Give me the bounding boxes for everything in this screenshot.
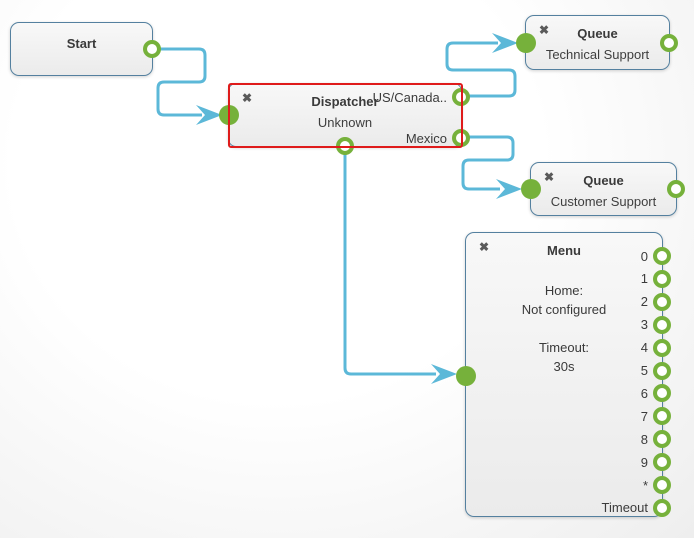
menu-body: Home: Not configured Timeout: 30s bbox=[466, 281, 662, 376]
arrowhead-icon bbox=[431, 364, 457, 384]
output-port-ring[interactable] bbox=[653, 315, 671, 334]
queue-technical-output-port[interactable] bbox=[660, 33, 678, 52]
start-output-port[interactable] bbox=[143, 40, 161, 58]
node-title: Dispatcher bbox=[311, 94, 379, 109]
node-menu[interactable]: ✖ Menu Home: Not configured Timeout: 30s… bbox=[456, 232, 671, 517]
output-port-ring[interactable] bbox=[653, 430, 671, 449]
delete-node-icon[interactable]: ✖ bbox=[544, 170, 555, 184]
output-port-ring[interactable] bbox=[653, 453, 671, 472]
output-port-ring[interactable] bbox=[653, 338, 671, 357]
menu-port-label: 1 bbox=[640, 271, 648, 287]
menu-output-port[interactable]: 3 bbox=[640, 315, 671, 334]
queue-customer-input-port[interactable] bbox=[521, 179, 541, 199]
node-title: Menu bbox=[547, 243, 581, 258]
menu-port-label: * bbox=[642, 477, 648, 493]
delete-node-icon[interactable]: ✖ bbox=[242, 91, 253, 105]
connector-dispatcher-to-menu[interactable] bbox=[343, 150, 457, 384]
menu-output-port[interactable]: 0 bbox=[641, 247, 671, 265]
menu-port-label: 2 bbox=[640, 294, 648, 310]
node-subtitle: Unknown bbox=[317, 115, 373, 130]
delete-node-icon[interactable]: ✖ bbox=[539, 23, 550, 37]
menu-body-line: Not configured bbox=[521, 302, 607, 317]
connector-start-to-dispatcher[interactable] bbox=[153, 47, 222, 125]
menu-port-label: 5 bbox=[640, 363, 648, 379]
menu-output-port[interactable]: 2 bbox=[640, 292, 671, 311]
menu-body-line: Timeout: bbox=[538, 340, 590, 355]
dispatcher-output-us-canada[interactable]: US/Canada.. bbox=[373, 88, 470, 106]
menu-output-port[interactable]: 7 bbox=[640, 407, 671, 426]
menu-port-label: 6 bbox=[640, 385, 648, 401]
menu-port-label: 8 bbox=[640, 431, 648, 447]
output-port-ring[interactable] bbox=[653, 269, 671, 288]
menu-output-ports: 0 1 2 3 4 5 6 bbox=[602, 247, 671, 517]
queue-technical-input-port[interactable] bbox=[516, 32, 536, 53]
menu-port-label: 3 bbox=[640, 317, 648, 333]
node-start[interactable]: Start bbox=[10, 22, 161, 76]
node-queue-technical-support[interactable]: ✖ Queue Technical Support bbox=[516, 15, 678, 70]
arrowhead-icon bbox=[496, 179, 522, 199]
arrowhead-icon bbox=[196, 105, 222, 125]
menu-output-port[interactable]: 5 bbox=[640, 361, 671, 380]
menu-port-label: 0 bbox=[640, 248, 648, 264]
menu-output-port[interactable]: 4 bbox=[640, 338, 671, 357]
output-port-ring[interactable] bbox=[653, 361, 671, 380]
port-label: US/Canada.. bbox=[372, 89, 447, 105]
node-title: Queue bbox=[583, 173, 624, 188]
menu-output-port[interactable]: * bbox=[642, 476, 671, 495]
menu-body-line: 30s bbox=[553, 359, 575, 374]
node-subtitle: Technical Support bbox=[545, 47, 650, 62]
output-port-ring[interactable] bbox=[653, 476, 671, 495]
menu-output-port[interactable]: 1 bbox=[640, 269, 671, 288]
node-queue-customer-support[interactable]: ✖ Queue Customer Support bbox=[521, 162, 685, 216]
connector-uscanada-to-queue-technical[interactable] bbox=[445, 33, 518, 98]
menu-output-port[interactable]: 6 bbox=[640, 384, 671, 403]
menu-port-label: 7 bbox=[640, 408, 648, 424]
menu-port-label: Timeout bbox=[601, 500, 648, 516]
connector-mexico-to-queue-customer[interactable] bbox=[458, 135, 522, 199]
node-title: Queue bbox=[577, 26, 618, 41]
output-port-ring[interactable] bbox=[653, 498, 671, 517]
dispatcher-output-port-bottom[interactable] bbox=[336, 137, 354, 155]
menu-input-port[interactable] bbox=[456, 366, 476, 386]
delete-node-icon[interactable]: ✖ bbox=[479, 240, 490, 254]
menu-output-port[interactable]: 9 bbox=[640, 453, 671, 472]
menu-body-line: Home: bbox=[544, 283, 584, 298]
output-port-ring[interactable] bbox=[452, 88, 470, 106]
dispatcher-output-mexico[interactable]: Mexico bbox=[406, 129, 470, 147]
node-dispatcher[interactable]: ✖ Dispatcher Unknown US/Canada.. Mexico bbox=[219, 82, 470, 155]
menu-port-label: 4 bbox=[640, 340, 648, 356]
output-port-ring[interactable] bbox=[653, 292, 671, 311]
queue-customer-output-port[interactable] bbox=[667, 180, 685, 198]
dispatcher-input-port[interactable] bbox=[219, 105, 239, 125]
output-port-ring[interactable] bbox=[452, 129, 470, 147]
menu-port-label: 9 bbox=[640, 454, 648, 470]
output-port-ring[interactable] bbox=[653, 384, 671, 403]
node-title: Start bbox=[66, 36, 97, 51]
output-port-ring[interactable] bbox=[653, 407, 671, 426]
menu-output-port[interactable]: 8 bbox=[640, 430, 671, 449]
arrowhead-icon bbox=[492, 33, 518, 53]
node-subtitle: Customer Support bbox=[550, 194, 657, 209]
output-port-ring[interactable] bbox=[653, 247, 671, 265]
menu-output-port[interactable]: Timeout bbox=[601, 498, 671, 517]
port-label: Mexico bbox=[405, 130, 447, 146]
